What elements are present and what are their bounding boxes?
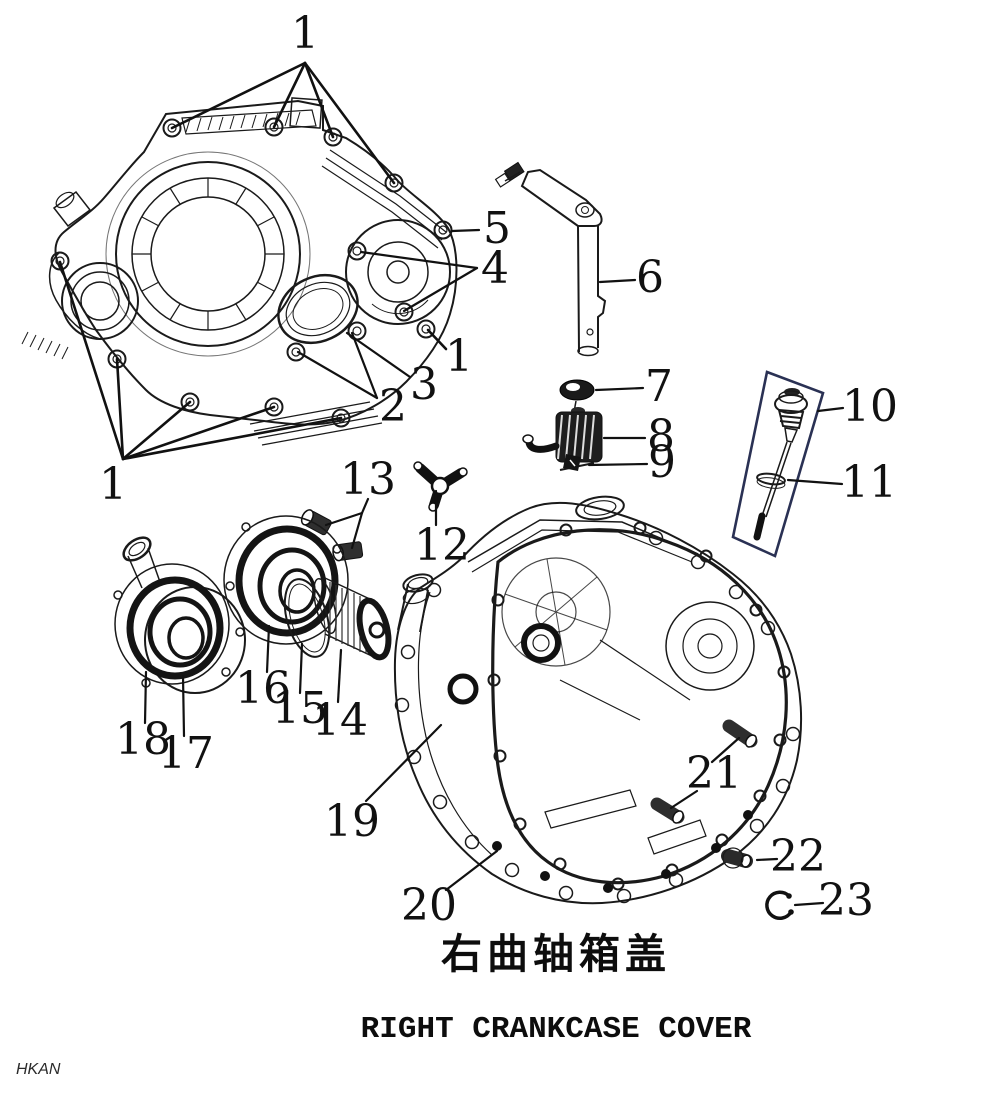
callout-17: 17: [158, 728, 214, 779]
oval-opening: [277, 273, 359, 345]
callout-9: 9: [648, 437, 676, 488]
cover-interior-detail: [447, 557, 755, 855]
leader-line-1: [121, 405, 276, 461]
dipstick-box: [731, 370, 825, 558]
callout-18: 18: [115, 714, 171, 765]
crankcase-cover-outer-view: [393, 495, 803, 905]
leader-line-1: [303, 61, 396, 185]
filter-element: [313, 577, 392, 661]
callout-20: 20: [401, 880, 457, 931]
callout-16: 16: [235, 663, 291, 714]
callout-11: 11: [841, 457, 897, 508]
watermark: HKAN: [16, 1061, 61, 1078]
crankcase-cover-inner-view: [21, 97, 458, 446]
leader-line-2: [296, 350, 379, 400]
callout-13: 13: [340, 454, 396, 505]
leader-line-17: [181, 674, 186, 738]
leader-line-2: [350, 331, 379, 400]
callout-14: 14: [312, 695, 368, 746]
leader-line-1: [58, 260, 125, 461]
spring-clip: [559, 445, 595, 471]
leader-line-7: [594, 386, 645, 392]
circlip-23: [765, 890, 794, 920]
leader-line-4: [359, 250, 479, 270]
leader-line-19: [364, 723, 443, 803]
leader-line-13: [360, 497, 370, 515]
small-boss: [52, 190, 92, 228]
leader-line-1: [303, 61, 335, 139]
leader-line-3: [345, 331, 412, 379]
leader-line-1: [121, 416, 343, 461]
outer-cover-bolt-holes: [394, 530, 801, 904]
title-english: RIGHT CRANKCASE COVER: [361, 1012, 752, 1047]
callout-10: 10: [842, 381, 898, 432]
callout-4: 4: [481, 243, 509, 294]
callout-12: 12: [414, 520, 470, 571]
leader-line-10: [816, 406, 845, 413]
filler-neck: [397, 573, 434, 633]
leader-line-11: [786, 478, 844, 486]
cover-gasket: [491, 528, 788, 885]
leader-line-20: [444, 849, 499, 892]
leader-line-21: [710, 736, 741, 764]
filter-o-ring: [283, 578, 331, 658]
clutch-ribs: [132, 178, 284, 330]
water-pump-boss: [345, 219, 451, 325]
leader-line-5: [450, 228, 481, 233]
gasket-bolts: [492, 810, 753, 893]
callout-1: 1: [445, 331, 473, 382]
leader-line-13: [350, 511, 364, 550]
callout-19: 19: [324, 796, 380, 847]
callout-15: 15: [272, 683, 328, 734]
leader-line-4: [402, 266, 479, 313]
callout-7: 7: [645, 361, 673, 412]
dipstick: [753, 388, 808, 541]
leader-line-18: [143, 670, 148, 725]
callout-8: 8: [647, 411, 675, 462]
leader-line-23: [793, 901, 825, 907]
callout-1: 1: [291, 8, 319, 59]
leader-line-1: [272, 61, 307, 129]
callout-3: 3: [410, 359, 438, 410]
leader-line-6: [598, 278, 637, 284]
callout-2: 2: [379, 381, 407, 432]
rocker-bracket: [413, 461, 468, 512]
callout-5: 5: [483, 203, 511, 254]
callout-6: 6: [636, 252, 664, 303]
leader-line-15: [298, 642, 304, 695]
socket-bolts-21: [650, 719, 758, 824]
leader-line-16: [265, 624, 271, 674]
gasket-tabs: [487, 521, 791, 891]
kick-joint: [494, 161, 525, 188]
leader-line-13: [324, 511, 364, 527]
clutch-housing-bore: [105, 151, 311, 357]
kickstart-spindle: [494, 161, 607, 357]
leader-line-1: [115, 357, 125, 461]
leader-line-9: [587, 462, 649, 467]
leader-line-1: [121, 400, 192, 461]
leader-line-14: [336, 648, 343, 704]
pump-cover-assembly: [113, 536, 246, 694]
leader-line-21: [669, 789, 699, 810]
callout-22: 22: [770, 831, 826, 882]
spring-washer: [559, 379, 595, 413]
callout-1: 1: [99, 459, 127, 510]
callout-21: 21: [686, 748, 742, 799]
nut-22: [721, 847, 753, 869]
title-chinese: 右曲轴箱盖: [441, 931, 671, 977]
leader-line-1: [426, 328, 448, 351]
leader-line-1: [170, 61, 307, 130]
return-spring: [522, 407, 603, 463]
leader-line-22: [755, 857, 779, 862]
callout-23: 23: [818, 875, 874, 926]
